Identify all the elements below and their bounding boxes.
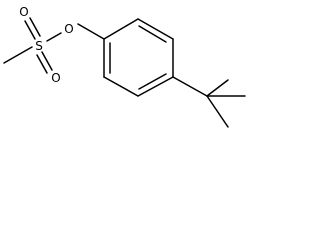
methyl-sulfur-bond: [3, 46, 33, 64]
chemical-structure-diagram: S O O O: [3, 5, 246, 128]
oxygen-upper-atom-label: O: [19, 5, 28, 19]
ring-inner-double-bond: [138, 25, 167, 43]
sulfur-oxygen-upper-double-bond: [24, 17, 41, 40]
sulfur-oxygen-ester-bond: [46, 32, 62, 42]
oxygen-aryl-bond: [77, 23, 105, 40]
sulfur-oxygen-lower-double-bond: [36, 51, 53, 74]
sulfur-atom-label: S: [35, 39, 43, 53]
ring-inner-double-bond: [138, 73, 167, 90]
aryl-tert-butyl-bond: [172, 76, 208, 97]
oxygen-ester-atom-label: O: [64, 22, 73, 36]
tert-butyl-group: [206, 79, 246, 128]
oxygen-lower-atom-label: O: [51, 71, 60, 85]
benzene-ring: [103, 18, 174, 97]
